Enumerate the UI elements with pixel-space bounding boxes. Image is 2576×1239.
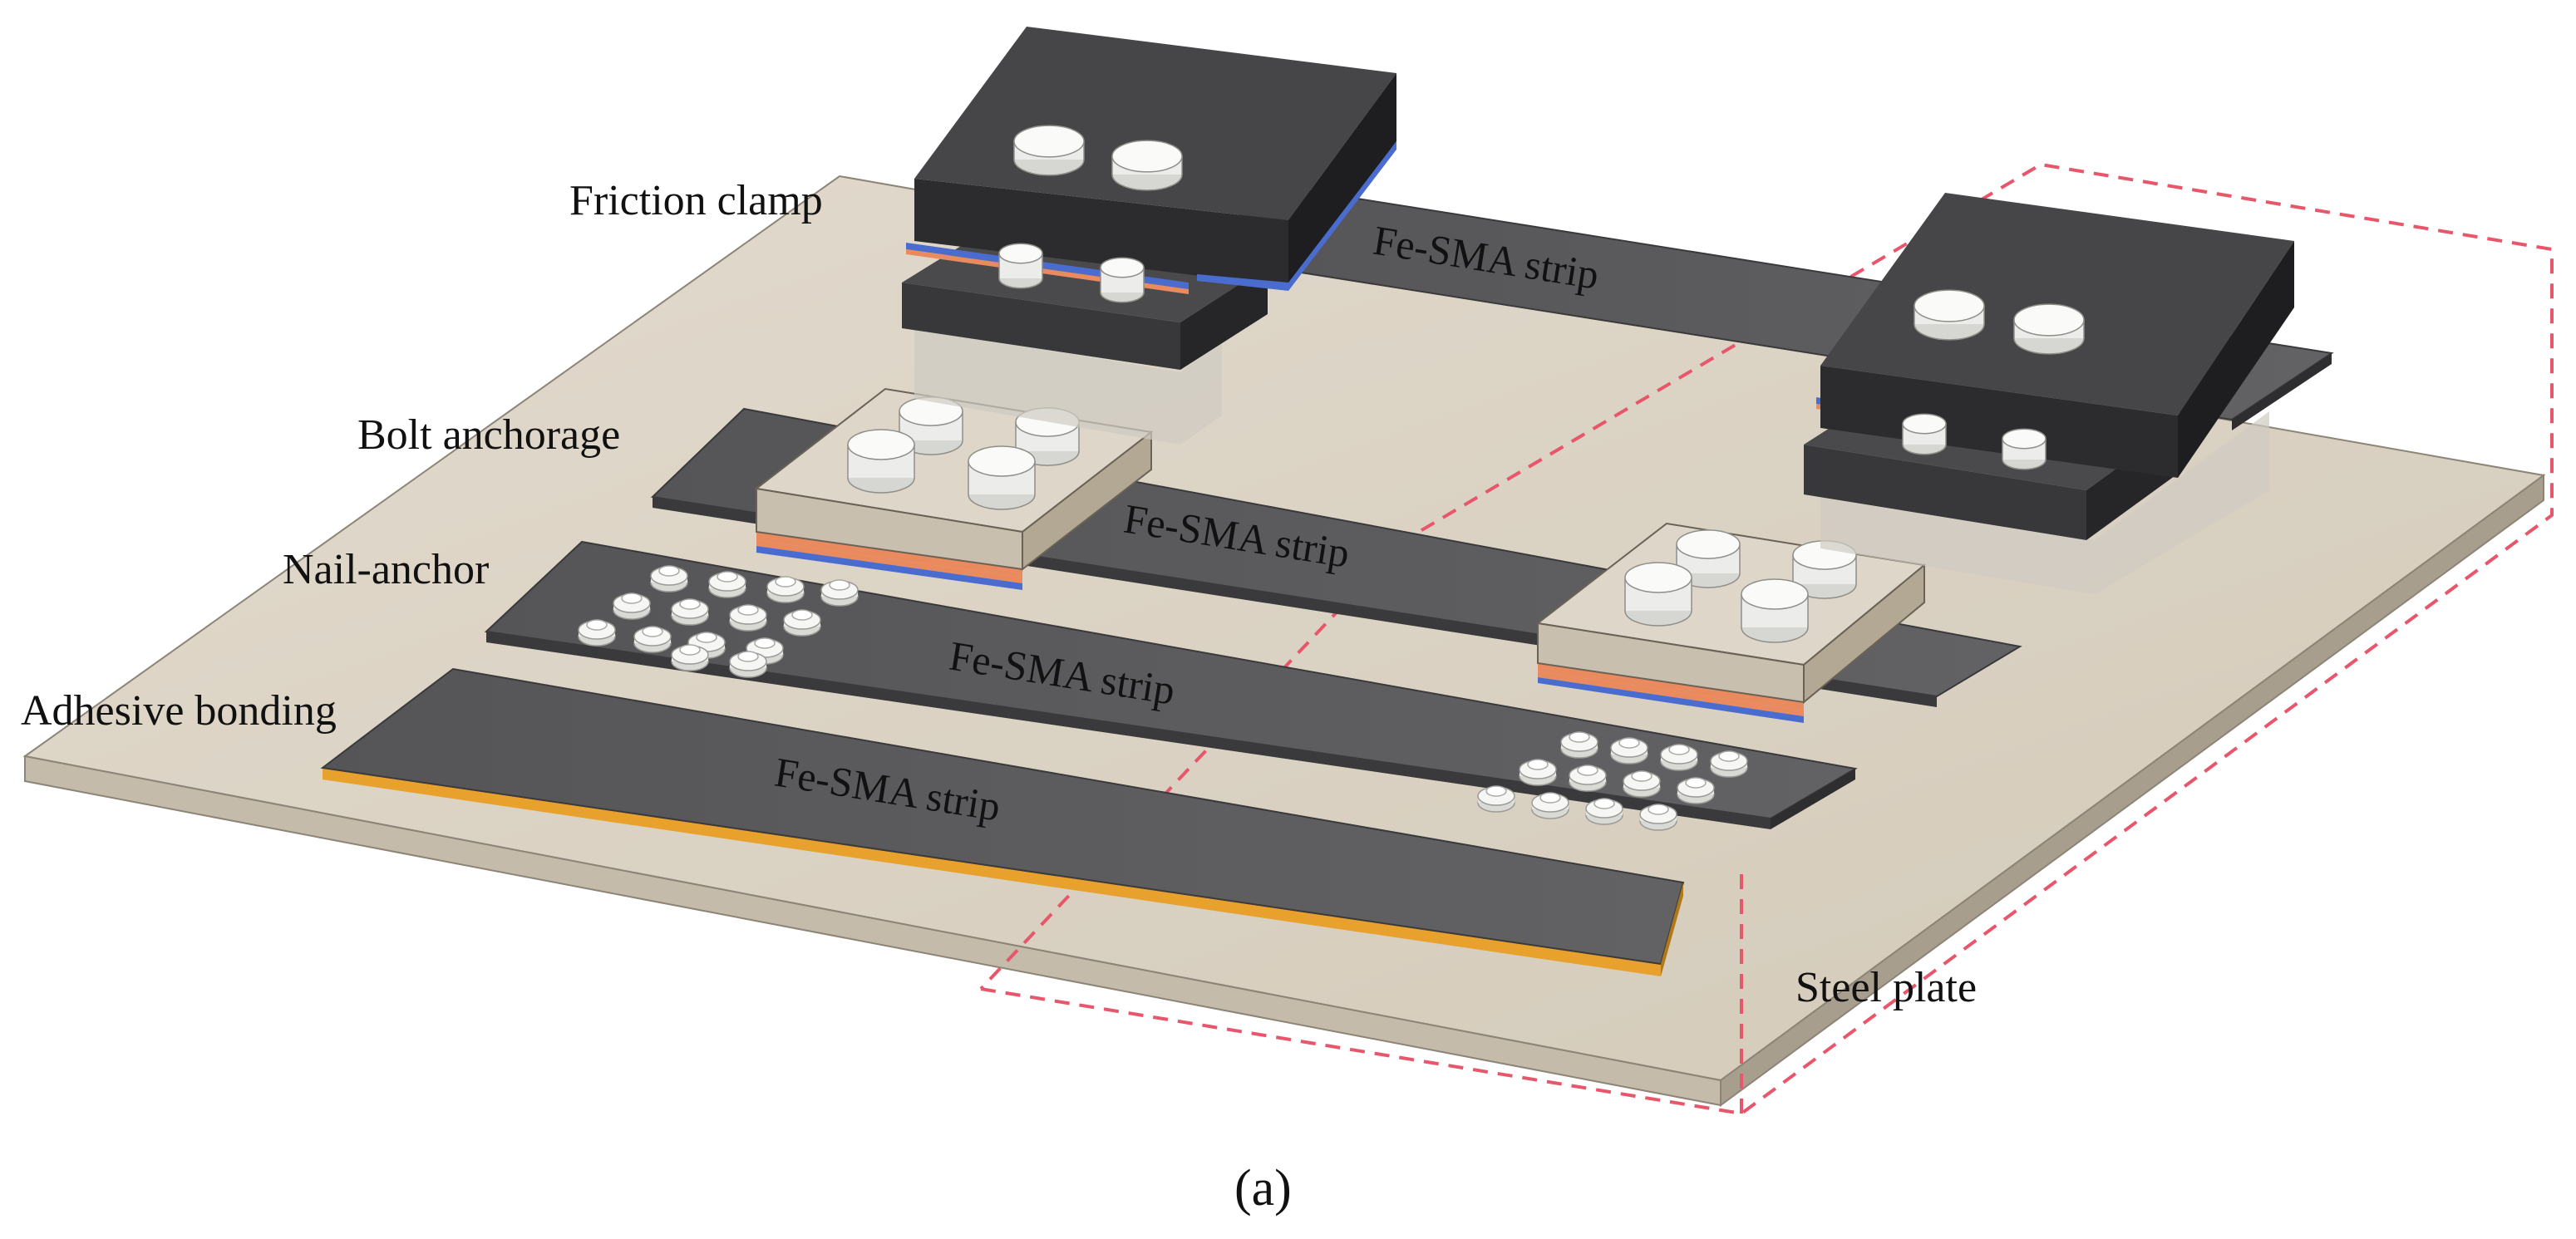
friction-clamp-assembly <box>902 27 2334 594</box>
nail-head <box>671 644 709 671</box>
bolt-head <box>1100 257 1145 303</box>
nail-head <box>1477 785 1515 813</box>
nail-head <box>1610 737 1648 765</box>
nail-group-right <box>1477 731 1748 831</box>
label-steel-plate: Steel plate <box>1795 964 1977 1011</box>
bolt-head <box>1914 289 1985 341</box>
label-bolt-anchorage: Bolt anchorage <box>357 411 620 459</box>
clamp-shadow-left <box>914 328 1222 445</box>
bolt-head <box>2013 303 2085 355</box>
nail-head <box>766 576 805 603</box>
nail-head <box>633 626 672 653</box>
adhesive-bonding-strip <box>320 667 1685 976</box>
nail-head <box>783 609 821 637</box>
bolt-group-right <box>1624 529 1857 643</box>
nail-head <box>729 651 767 678</box>
nail-head <box>1677 777 1715 804</box>
bolt-head <box>2002 428 2047 470</box>
clamp-shadow-right <box>1820 411 2269 594</box>
figure-caption: (a) <box>1234 1160 1292 1217</box>
bolt-head <box>1676 529 1741 588</box>
nail-head <box>578 619 616 647</box>
bolt-head <box>968 445 1036 510</box>
steel-plate-right-edge <box>1720 474 2544 1107</box>
bolt-head <box>1013 125 1085 176</box>
bolt-head <box>1902 413 1947 455</box>
label-adhesive-bonding: Adhesive bonding <box>21 687 337 735</box>
nail-head <box>1531 792 1569 819</box>
nail-head <box>1585 798 1623 825</box>
label-nail-anchor: Nail-anchor <box>283 546 489 593</box>
bolt-head <box>1624 562 1692 627</box>
nail-head <box>671 598 709 626</box>
nail-head <box>1639 804 1677 831</box>
nail-head <box>1569 765 1607 792</box>
nail-head <box>1560 731 1598 759</box>
bolt-head <box>1741 578 1809 643</box>
bolt-head <box>998 243 1043 289</box>
nail-group-left <box>578 565 859 678</box>
bolt-head <box>1111 140 1183 191</box>
nail-head <box>650 565 688 592</box>
nail-head <box>1519 759 1557 786</box>
nail-head <box>820 579 859 607</box>
nail-anchor-strip <box>484 540 1858 831</box>
nail-head <box>708 571 746 598</box>
bolt-head <box>847 429 915 494</box>
nail-head <box>1623 770 1661 798</box>
nail-head <box>1660 744 1698 771</box>
nail-head <box>1710 750 1748 778</box>
nail-head <box>613 592 651 620</box>
label-friction-clamp: Friction clamp <box>569 177 823 224</box>
clamp-bolt-group <box>998 125 2085 470</box>
nail-head <box>729 604 767 632</box>
